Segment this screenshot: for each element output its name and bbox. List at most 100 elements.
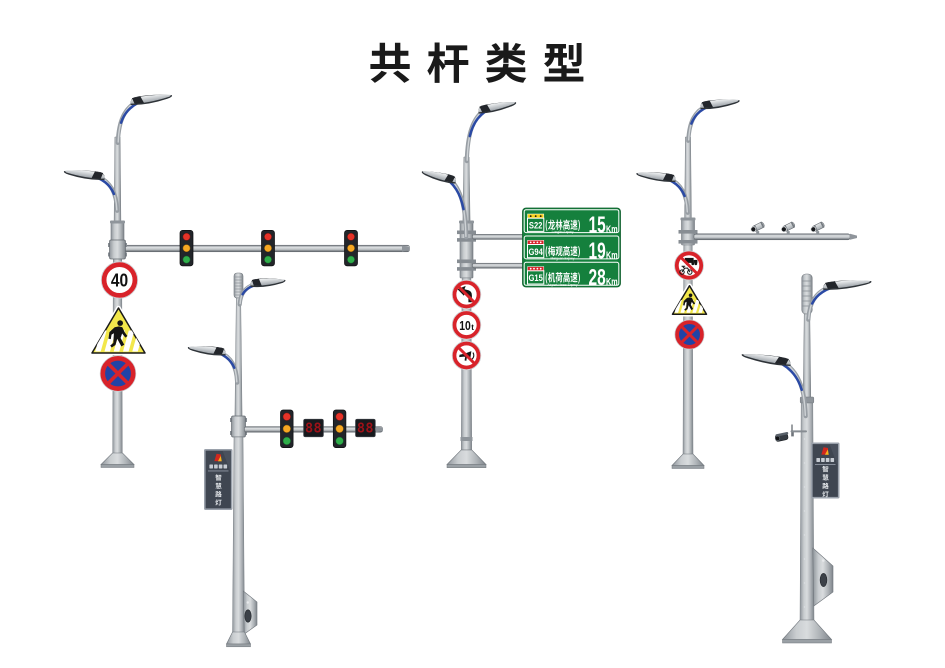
camera-mount [791, 432, 794, 437]
cjk-paren_r [578, 246, 580, 258]
cjk-gong [370, 42, 410, 83]
camera-band [790, 221, 795, 228]
lamp-head-mount [131, 96, 145, 104]
pole-5 [741, 273, 872, 644]
lamp-head-mount [213, 346, 225, 355]
camera-hood [775, 431, 789, 437]
camera-bracket [790, 430, 807, 433]
cjk-gao [563, 245, 570, 257]
pedestrian-crossing-sign [670, 283, 709, 317]
red-light [282, 412, 291, 421]
yellow-light [347, 244, 355, 253]
cjk-lei [485, 42, 527, 83]
distance-value: 28 [589, 265, 606, 291]
brand-logo-icon [214, 453, 222, 462]
plaque-sheen [222, 450, 231, 473]
streetlight-arm-left [636, 172, 690, 215]
pedestrian-figure [683, 293, 696, 311]
cjk-deng [822, 491, 829, 498]
smart-lamp-plaque [811, 442, 840, 499]
traffic-light-1 [179, 230, 194, 267]
camera-lens [810, 226, 817, 233]
pole-mast [802, 313, 812, 399]
red-light [182, 232, 191, 241]
pole-base-plate [100, 464, 135, 468]
lamp-head [823, 280, 872, 290]
cctv-camera [774, 431, 789, 442]
signal-arm-tip [376, 426, 383, 433]
brand-name-row [816, 458, 835, 462]
cjk-deng [215, 499, 222, 506]
arm-clamp [678, 230, 698, 244]
guide-row-border [523, 235, 620, 260]
red-light [264, 232, 272, 241]
crosswalk-stripe [674, 300, 682, 313]
route-name-en: Airport-Heao Expwy [547, 283, 577, 287]
route-name-en: Meiguan Expwy [551, 257, 575, 261]
countdown-digits: 88 [305, 421, 322, 437]
cjk-paren_r [578, 272, 580, 284]
signal-arm-tip [402, 245, 410, 252]
distance-unit: Km [606, 223, 618, 234]
traffic-light-1 [280, 409, 294, 448]
route-code: S22 [529, 220, 543, 231]
camera-arm [693, 233, 851, 241]
collar-cap [680, 217, 696, 221]
cjk-gao [563, 272, 570, 283]
pole-base-plate [446, 464, 487, 468]
door-bolt [822, 559, 825, 562]
pedestrian-figure [108, 320, 128, 348]
cctv-camera-3 [810, 221, 825, 235]
lamp-head-mount [701, 100, 714, 108]
green-light [182, 255, 191, 264]
smart-lamp-plaque [204, 449, 233, 510]
yellow-light [264, 244, 272, 253]
sign-red-ring [101, 262, 138, 298]
route-name [545, 272, 580, 284]
cctv-camera-1 [750, 221, 765, 235]
crosswalk-stripe [680, 300, 688, 313]
traffic-light-2 [332, 409, 347, 448]
no-stopping-sign [674, 319, 705, 350]
sign-red-ring [452, 311, 481, 339]
streetlight-arm-left [741, 353, 808, 419]
countdown-housing [303, 418, 324, 438]
pole-1: 40 [63, 94, 410, 468]
lamp-head [130, 94, 173, 105]
lamp-head [250, 278, 286, 288]
yellow-light [182, 244, 191, 253]
crosswalk-stripe [692, 300, 700, 313]
weight-limit-value: 10 [459, 319, 471, 333]
red-light [347, 232, 355, 241]
access-door [819, 573, 828, 587]
pole-shaft [232, 436, 245, 636]
lamp-head-mount [774, 356, 789, 365]
route-badge: G94 [527, 240, 545, 259]
cjk-su [570, 245, 578, 257]
streetlight-arm-right [686, 99, 740, 143]
cjk-zhi [215, 474, 222, 481]
red-light [335, 412, 344, 421]
cjk-he [555, 272, 563, 283]
arm-clamp [457, 259, 476, 271]
cjk-paren_l [545, 246, 548, 258]
cjk-zhi [822, 465, 829, 473]
access-door [244, 609, 252, 623]
lamp-head-mount [479, 104, 491, 113]
green-light [335, 436, 344, 445]
motorcycle-icon [679, 265, 693, 275]
prohibition-slash [679, 256, 699, 275]
no-horn-sign [451, 340, 482, 371]
sign-face [451, 310, 482, 340]
brand-name-row [209, 464, 228, 469]
pole-joint [460, 437, 473, 441]
route-code: G15 [528, 272, 543, 283]
cjk-su [570, 272, 578, 283]
pole-mast [234, 297, 243, 419]
cctv-camera-2 [781, 221, 795, 235]
